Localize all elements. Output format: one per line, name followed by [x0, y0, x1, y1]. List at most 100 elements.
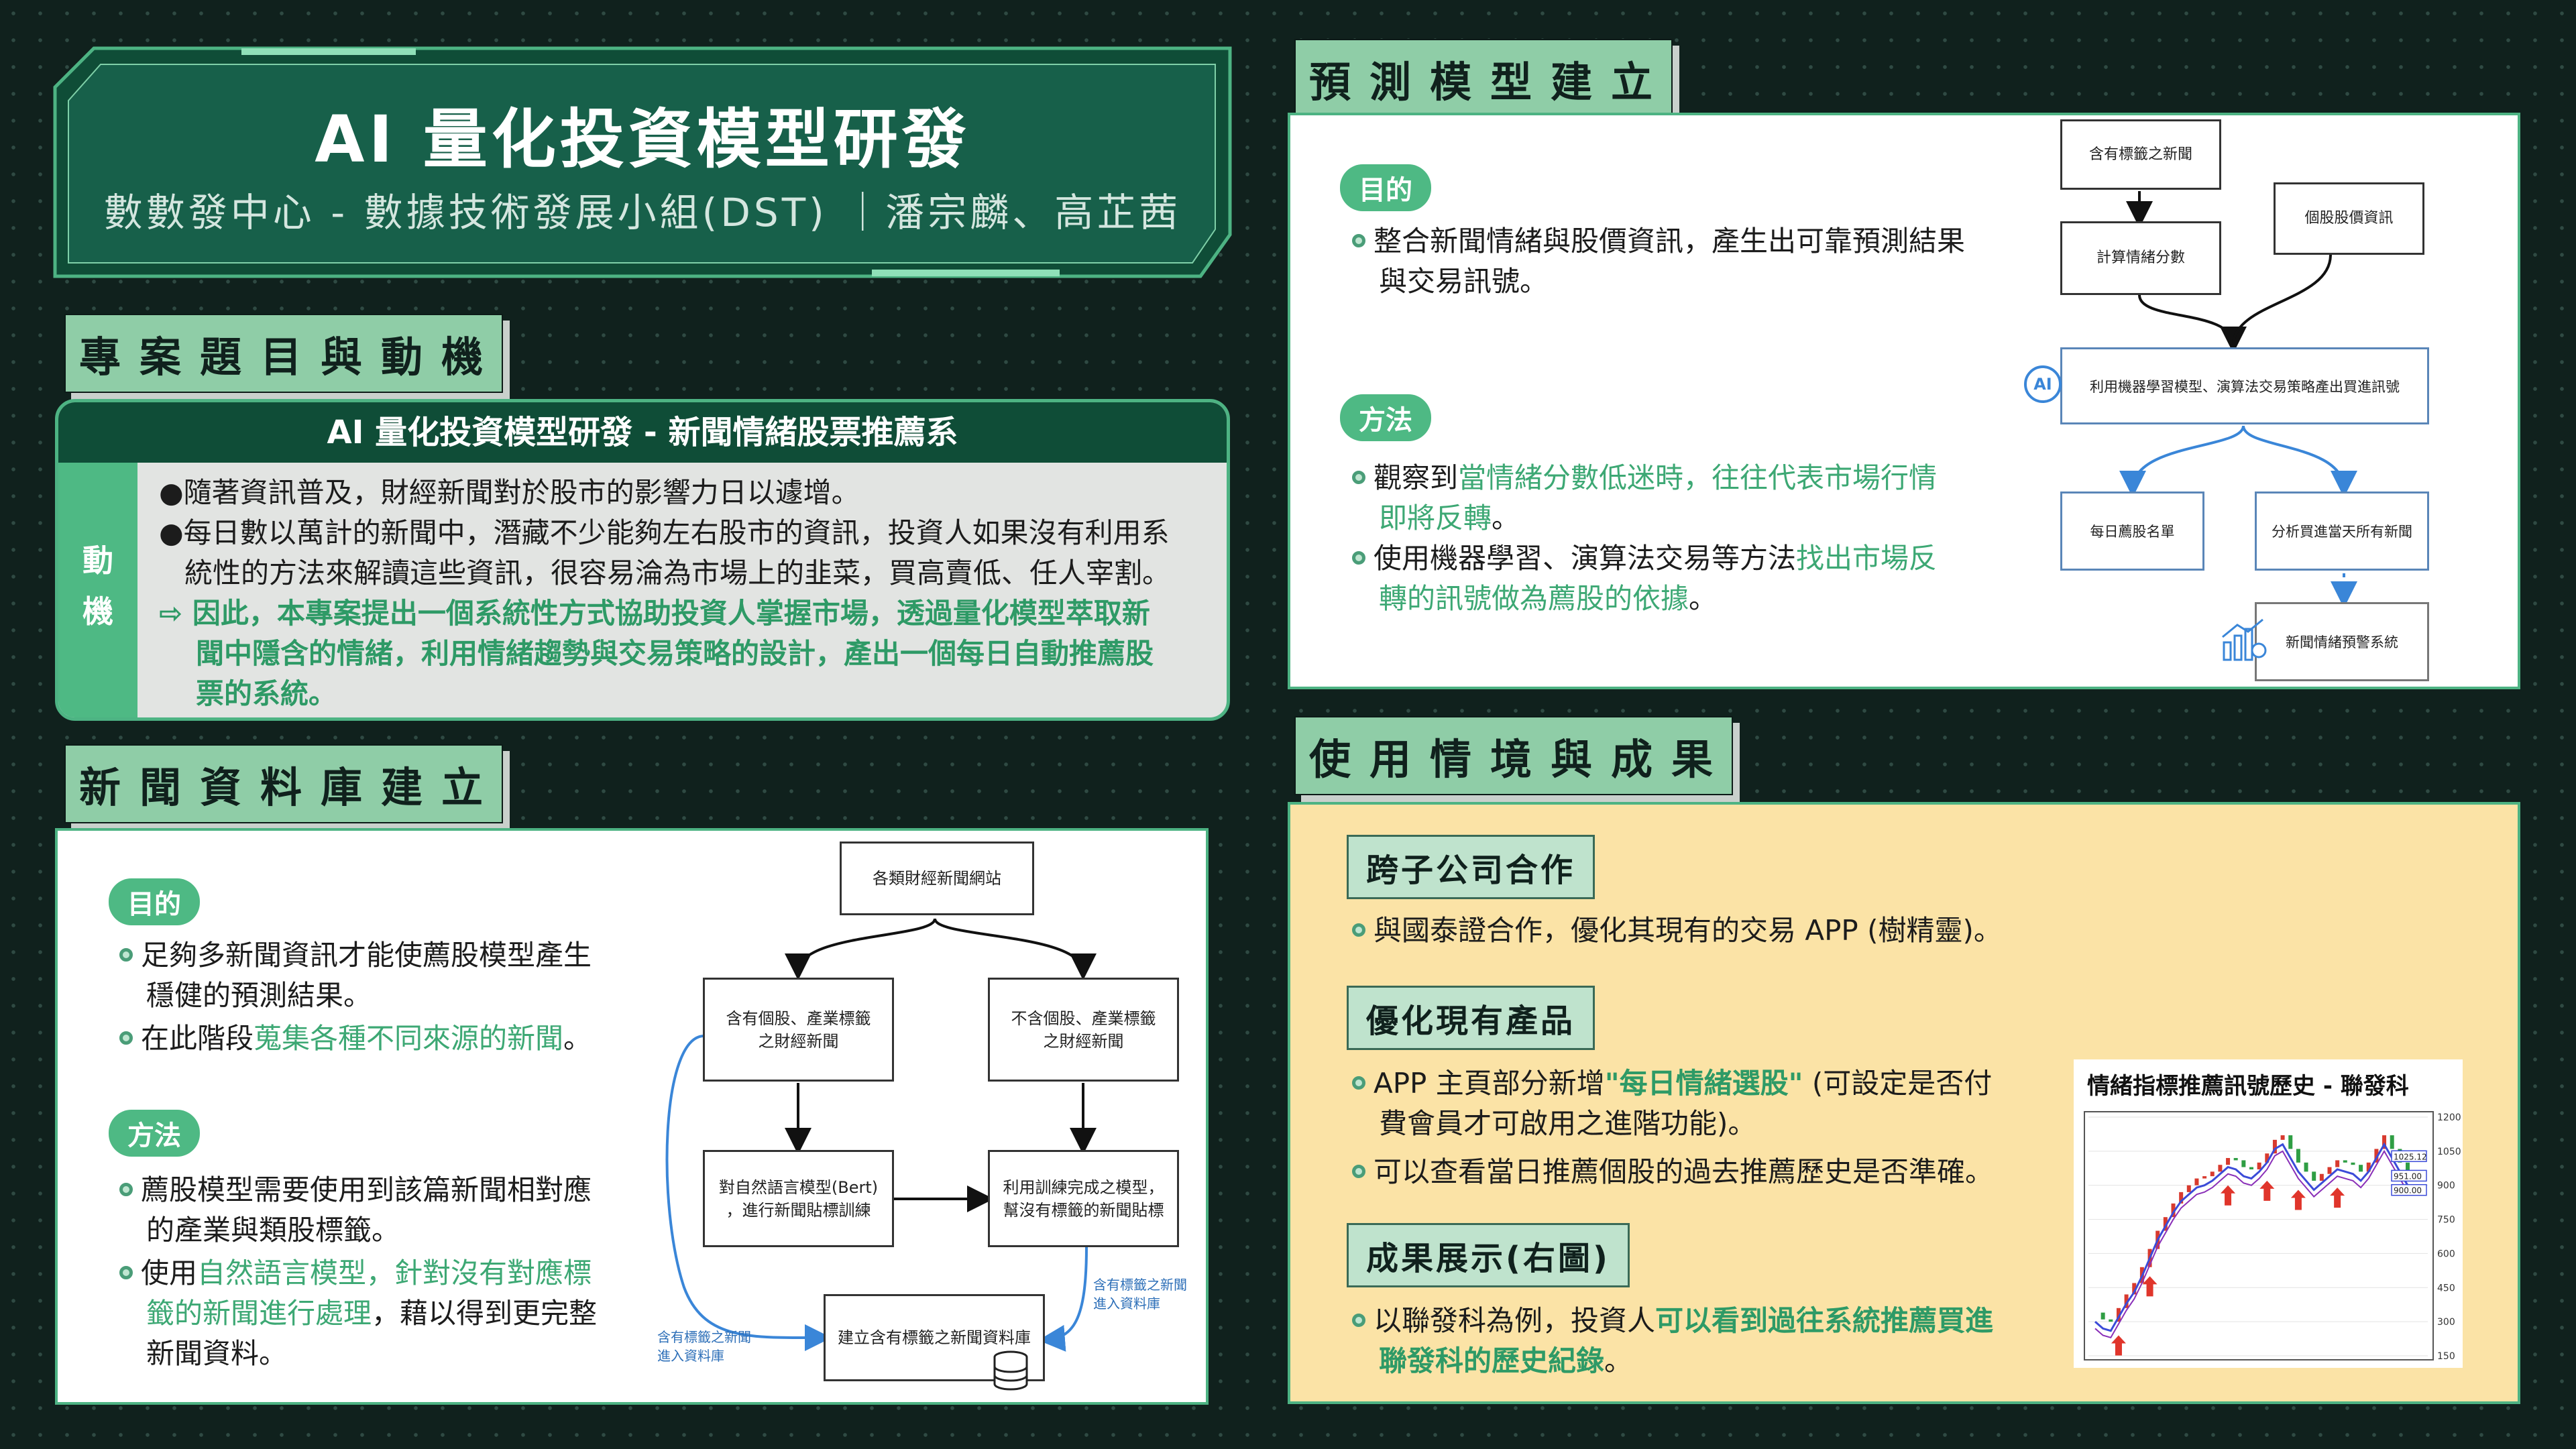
candle-bar [2374, 1149, 2379, 1163]
candle-bar [2272, 1139, 2277, 1154]
page-title: AI 量化投資模型研發 [315, 102, 970, 177]
text: 。 [1689, 582, 1718, 615]
candle-bar [2249, 1167, 2253, 1169]
text: 穩健的預測結果。 [146, 979, 372, 1012]
text: 與交易訊號。 [1379, 265, 1549, 298]
model-flow-arrows [2119, 191, 2357, 608]
diagram-box-bert-training: 對自然語言模型(Bert)，進行新聞貼標訓練 [703, 1150, 894, 1247]
candle-bar [2194, 1178, 2199, 1185]
news-db-purpose: 足夠多新聞資訊才能使薦股模型產生 穩健的預測結果。 在此階段蒐集各種不同來源的新… [119, 935, 656, 1059]
bullet-icon [1352, 1164, 1365, 1178]
diagram-box-labeled-news: 含有標籤之新聞 [2060, 119, 2221, 190]
text: 觀察到 [1374, 461, 1459, 494]
news-db-method: 薦股模型需要使用到該篇新聞相對應 的產業與類股標籤。 使用自然語言模型，針對沒有… [119, 1170, 656, 1374]
bullet-icon [1352, 470, 1365, 484]
motivation-conclusion-cont: 聞中隱含的情緒，利用情緒趨勢與交易策略的設計，產出一個每日自動推薦股 [196, 637, 1154, 670]
chart-alert-icon [2222, 618, 2267, 661]
diagram-box-ml-signal: 利用機器學習模型、演算法交易策略產出買進訊號 [2060, 347, 2429, 424]
diagram-label-right: 含有標籤之新聞進入資料庫 [1093, 1275, 1187, 1313]
candle-bar [2359, 1165, 2363, 1172]
diagram-box-daily-list: 每日薦股名單 [2060, 491, 2204, 571]
candle-bar [2335, 1160, 2340, 1167]
diagram-box-tagged-news: 含有個股、產業標籤之財經新聞 [703, 978, 894, 1082]
text: 新聞資料。 [146, 1337, 288, 1370]
motivation-bullet: ●每日數以萬計的新聞中，潛藏不少能夠左右股市的資訊，投資人如果沒有利用系 [159, 516, 1170, 549]
text: 進入資料庫 [657, 1348, 724, 1364]
buy-signal-arrow-icon [2330, 1187, 2345, 1208]
buy-signal-arrow-icon [2142, 1276, 2158, 1297]
candle-bar [2296, 1149, 2300, 1163]
method-pill: 方法 [109, 1110, 200, 1157]
text: ，進行新聞貼標訓練 [726, 1200, 871, 1220]
bullet-icon [119, 1182, 133, 1196]
text: 。 [1604, 1344, 1633, 1377]
text: 含有個股、產業標籤 [726, 1008, 871, 1028]
candle-bar [2171, 1203, 2176, 1218]
motivation-side-label: 動 機 [58, 463, 137, 717]
candle-bar [2390, 1135, 2394, 1149]
highlight-text: 自然語言模型，針對沒有對應標 [197, 1257, 592, 1289]
y-tick-label: 750 [2437, 1215, 2455, 1226]
price-label-box [2391, 1150, 2427, 1163]
text: ，藉以得到更完整 [372, 1297, 598, 1330]
side-label-char: 動 [82, 542, 113, 579]
candle-bar [2132, 1283, 2137, 1295]
motivation-bullet-cont: 統性的方法來解讀這些資訊，很容易淪為市場上的韭菜，買高賣低、任人宰割。 [184, 557, 1171, 589]
price-label: 1025.12 [2394, 1152, 2427, 1161]
text: 含有標籤之新聞 [657, 1329, 751, 1345]
text: 進入資料庫 [1093, 1295, 1160, 1312]
section-tag-motivation: 專案題目與動機 [64, 314, 504, 393]
candle-bar [2163, 1217, 2168, 1231]
candle-bar [2202, 1176, 2207, 1179]
candle-bar [2327, 1167, 2332, 1174]
page-subtitle: 數數發中心 - 數據技術發展小組(DST) ｜潘宗麟、高芷茜 [103, 190, 1182, 235]
candle-bar [2288, 1135, 2293, 1149]
usage-b4: 以聯發科為例，投資人可以看到過往系統推薦買進 聯發科的歷史紀錄。 [1352, 1301, 2063, 1381]
bullet-icon [1352, 1076, 1365, 1090]
diagram-label-left: 含有標籤之新聞進入資料庫 [657, 1328, 751, 1365]
bullet-icon [119, 1265, 133, 1279]
candle-bar [2233, 1158, 2238, 1161]
motivation-conclusion-cont: 票的系統。 [196, 677, 337, 710]
text: 可以查看當日推薦個股的過去推薦歷史是否準確。 [1374, 1155, 1994, 1188]
candle-bar [2124, 1294, 2129, 1308]
buy-signal-arrow-icon [2111, 1335, 2126, 1356]
y-tick-label: 900 [2437, 1181, 2455, 1192]
candle-bar [2257, 1162, 2261, 1169]
candle-bar [2280, 1135, 2285, 1140]
text: 費會員才可啟用之進階功能)。 [1379, 1107, 1756, 1140]
candle-bar [2186, 1185, 2191, 1192]
model-method: 觀察到當情緒分數低迷時，往往代表市場行情 即將反轉。 使用機器學習、演算法交易等… [1352, 458, 2023, 619]
buy-signal-arrow-icon [2221, 1185, 2236, 1206]
subtag-optimize: 優化現有產品 [1347, 986, 1595, 1050]
ai-icon: AI [2024, 365, 2062, 403]
section-tag-usage: 使用情境與成果 [1294, 716, 1734, 795]
candle-bar [2109, 1319, 2113, 1322]
news-db-flow-arrows [665, 918, 1097, 1352]
highlight-text: 轉的訊號做為薦股的依據 [1379, 582, 1689, 615]
diagram-box-alert-system: 新聞情緒預警系統 [2255, 602, 2429, 681]
text: 之財經新聞 [758, 1031, 839, 1051]
chart-title: 情緒指標推薦訊號歷史 - 聯發科 [2087, 1073, 2409, 1100]
subtag-results: 成果展示(右圖) [1347, 1223, 1630, 1287]
purpose-pill: 目的 [109, 878, 200, 925]
text: 足夠多新聞資訊才能使薦股模型產生 [141, 939, 592, 972]
y-tick-label: 600 [2437, 1249, 2455, 1259]
highlight-text: 籤的新聞進行處理 [146, 1297, 372, 1330]
candle-bar [2265, 1153, 2270, 1163]
y-tick-label: 1200 [2437, 1112, 2461, 1123]
text: (可設定是否付 [1803, 1067, 1993, 1100]
bullet-icon [119, 947, 133, 962]
text: 在此階段 [141, 1022, 254, 1055]
bullet-icon [1352, 1313, 1365, 1327]
text: APP 主頁部分新增 [1374, 1067, 1605, 1100]
section-tag-model: 預測模型建立 [1294, 39, 1673, 118]
buy-signal-arrow-icon [2290, 1190, 2306, 1210]
text: 。 [1492, 502, 1520, 534]
text: 使用機器學習、演算法交易等方法 [1374, 542, 1797, 575]
purpose-pill: 目的 [1340, 164, 1431, 211]
title-banner-frame [53, 46, 1232, 278]
text: 含有標籤之新聞 [1093, 1277, 1187, 1293]
y-tick-label: 450 [2437, 1283, 2455, 1293]
